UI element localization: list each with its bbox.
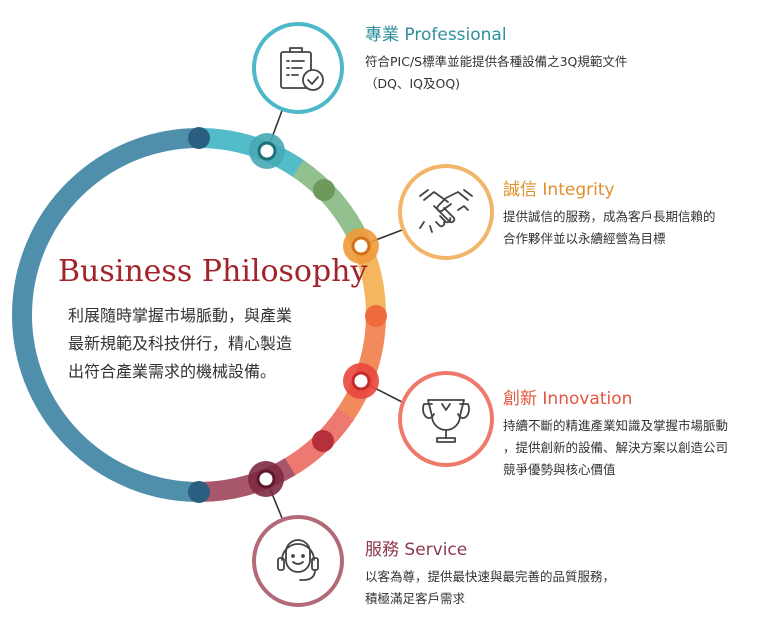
clipboard-check-icon [280, 47, 324, 91]
innovation-icon-circle [398, 371, 494, 467]
pillar-professional: 專業 Professional 符合PIC/S標準並能提供各種設備之3Q規範文件… [365, 20, 627, 95]
service-icon-circle [252, 515, 344, 607]
center-title: Business Philosophy [58, 254, 368, 289]
pillar-desc-line: 競爭優勢與核心價值 [503, 462, 616, 477]
center-body: 利展隨時掌握市場脈動，與產業 最新規範及科技併行，精心製造 出符合產業需求的機械… [68, 302, 348, 386]
pillar-innovation: 創新 Innovation 持續不斷的精進產業知識及掌握市場脈動 ，提供創新的設… [503, 384, 728, 481]
trophy-icon [422, 399, 470, 443]
pillar-title: 創新 Innovation [503, 389, 633, 409]
pillar-desc-line: 符合PIC/S標準並能提供各種設備之3Q規範文件 [365, 54, 628, 69]
headset-icon [277, 539, 319, 581]
pillar-desc-line: 持續不斷的精進產業知識及掌握市場脈動 [503, 418, 729, 433]
pillar-desc-line: ，提供創新的設備、解決方案以創造公司 [503, 440, 729, 455]
handshake-icon [419, 189, 473, 233]
pillar-desc-line: 合作夥伴並以永續經營為目標 [503, 231, 666, 246]
pillar-integrity: 誠信 Integrity 提供誠信的服務，成為客戶長期信賴的 合作夥伴並以永續經… [503, 175, 716, 250]
ring-dot [313, 179, 335, 201]
integrity-icon-circle [398, 164, 494, 260]
center-body-line: 出符合產業需求的機械設備。 [68, 362, 277, 381]
pillar-desc-line: （DQ、IQ及OQ) [365, 76, 461, 91]
pillar-desc-line: 積極滿足客戶需求 [365, 591, 466, 606]
ring-dot [312, 430, 334, 452]
center-body-line: 利展隨時掌握市場脈動，與產業 [68, 306, 293, 325]
pillar-service: 服務 Service 以客為尊，提供最快速與最完善的品質服務， 積極滿足客戶需求 [365, 535, 615, 610]
center-body-line: 最新規範及科技併行，精心製造 [68, 334, 293, 353]
ring-dot [188, 481, 210, 503]
pillar-title: 專業 Professional [365, 25, 507, 45]
pillar-desc-line: 以客為尊，提供最快速與最完善的品質服務， [365, 569, 616, 584]
ring-dot [188, 127, 210, 149]
pillar-desc-line: 提供誠信的服務，成為客戶長期信賴的 [503, 209, 716, 224]
pillar-title: 誠信 Integrity [503, 180, 615, 200]
ring-dot [365, 305, 387, 327]
ring-segment [292, 159, 369, 245]
pillar-title: 服務 Service [365, 540, 468, 560]
ring-segment [12, 128, 203, 502]
